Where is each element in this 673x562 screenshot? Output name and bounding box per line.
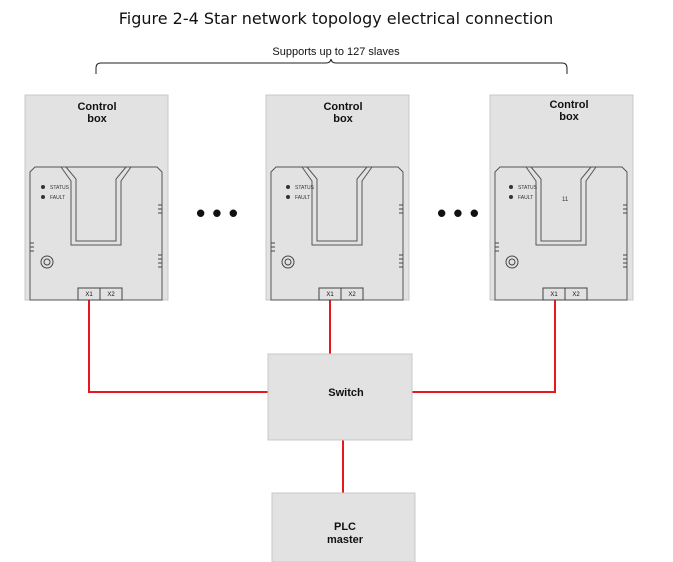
ellipsis-left: • • • <box>196 198 238 228</box>
control-box-1: Control box STATUS FAULT X1 X2 <box>24 94 169 301</box>
fault-led <box>509 195 513 199</box>
port-x2 <box>564 287 588 301</box>
switch-label: Switch <box>328 387 364 399</box>
cable-box1-switch <box>88 300 268 393</box>
status-led <box>41 185 45 189</box>
fault-led <box>41 195 45 199</box>
plc-label-line1: PLC <box>334 521 356 533</box>
plc-master: PLC master <box>271 492 416 562</box>
rotary-switch-icon <box>40 255 54 269</box>
port-x1-label: X1 <box>550 292 558 298</box>
control-box-label-2: box <box>559 111 579 123</box>
port-x2 <box>340 287 364 301</box>
cable-box3-switch <box>412 300 556 393</box>
fault-label: FAULT <box>518 195 533 201</box>
control-box-label-2: box <box>333 113 353 125</box>
slave-count-brace <box>95 45 568 74</box>
status-label: STATUS <box>50 185 70 191</box>
brace-label: Supports up to 127 slaves <box>272 46 400 58</box>
slave-module: STATUS FAULT X1 X2 <box>29 166 163 301</box>
port-x1-label: X1 <box>326 292 334 298</box>
port-x1-label: X1 <box>85 292 93 298</box>
slave-module: STATUS FAULT X1 X2 <box>270 166 404 301</box>
fault-label: FAULT <box>50 195 65 201</box>
port-x2-label: X2 <box>572 292 580 298</box>
control-box-2: Control box STATUS FAULT X1 X2 <box>265 94 410 301</box>
rotary-switch-icon <box>505 255 519 269</box>
figure-title: Figure 2-4 Star network topology electri… <box>119 9 554 28</box>
status-led <box>509 185 513 189</box>
port-x2 <box>99 287 123 301</box>
control-box-label-1: Control <box>549 99 588 111</box>
ellipsis-right: • • • <box>437 198 479 228</box>
status-label: STATUS <box>518 185 538 191</box>
port-x2-label: X2 <box>107 292 115 298</box>
control-box-3: Control box STATUS FAULT 11 X1 X2 <box>489 94 634 301</box>
port-x2-label: X2 <box>348 292 356 298</box>
station-number: 11 <box>562 197 569 203</box>
control-box-label-2: box <box>87 113 107 125</box>
fault-label: FAULT <box>295 195 310 201</box>
plc-label-line2: master <box>327 534 364 546</box>
network-cables <box>88 300 556 493</box>
status-label: STATUS <box>295 185 315 191</box>
control-box-label-1: Control <box>323 101 362 113</box>
slave-module: STATUS FAULT 11 X1 X2 <box>494 166 628 301</box>
control-box-label-1: Control <box>77 101 116 113</box>
rotary-switch-icon <box>281 255 295 269</box>
network-switch: Switch <box>267 353 413 441</box>
fault-led <box>286 195 290 199</box>
status-led <box>286 185 290 189</box>
